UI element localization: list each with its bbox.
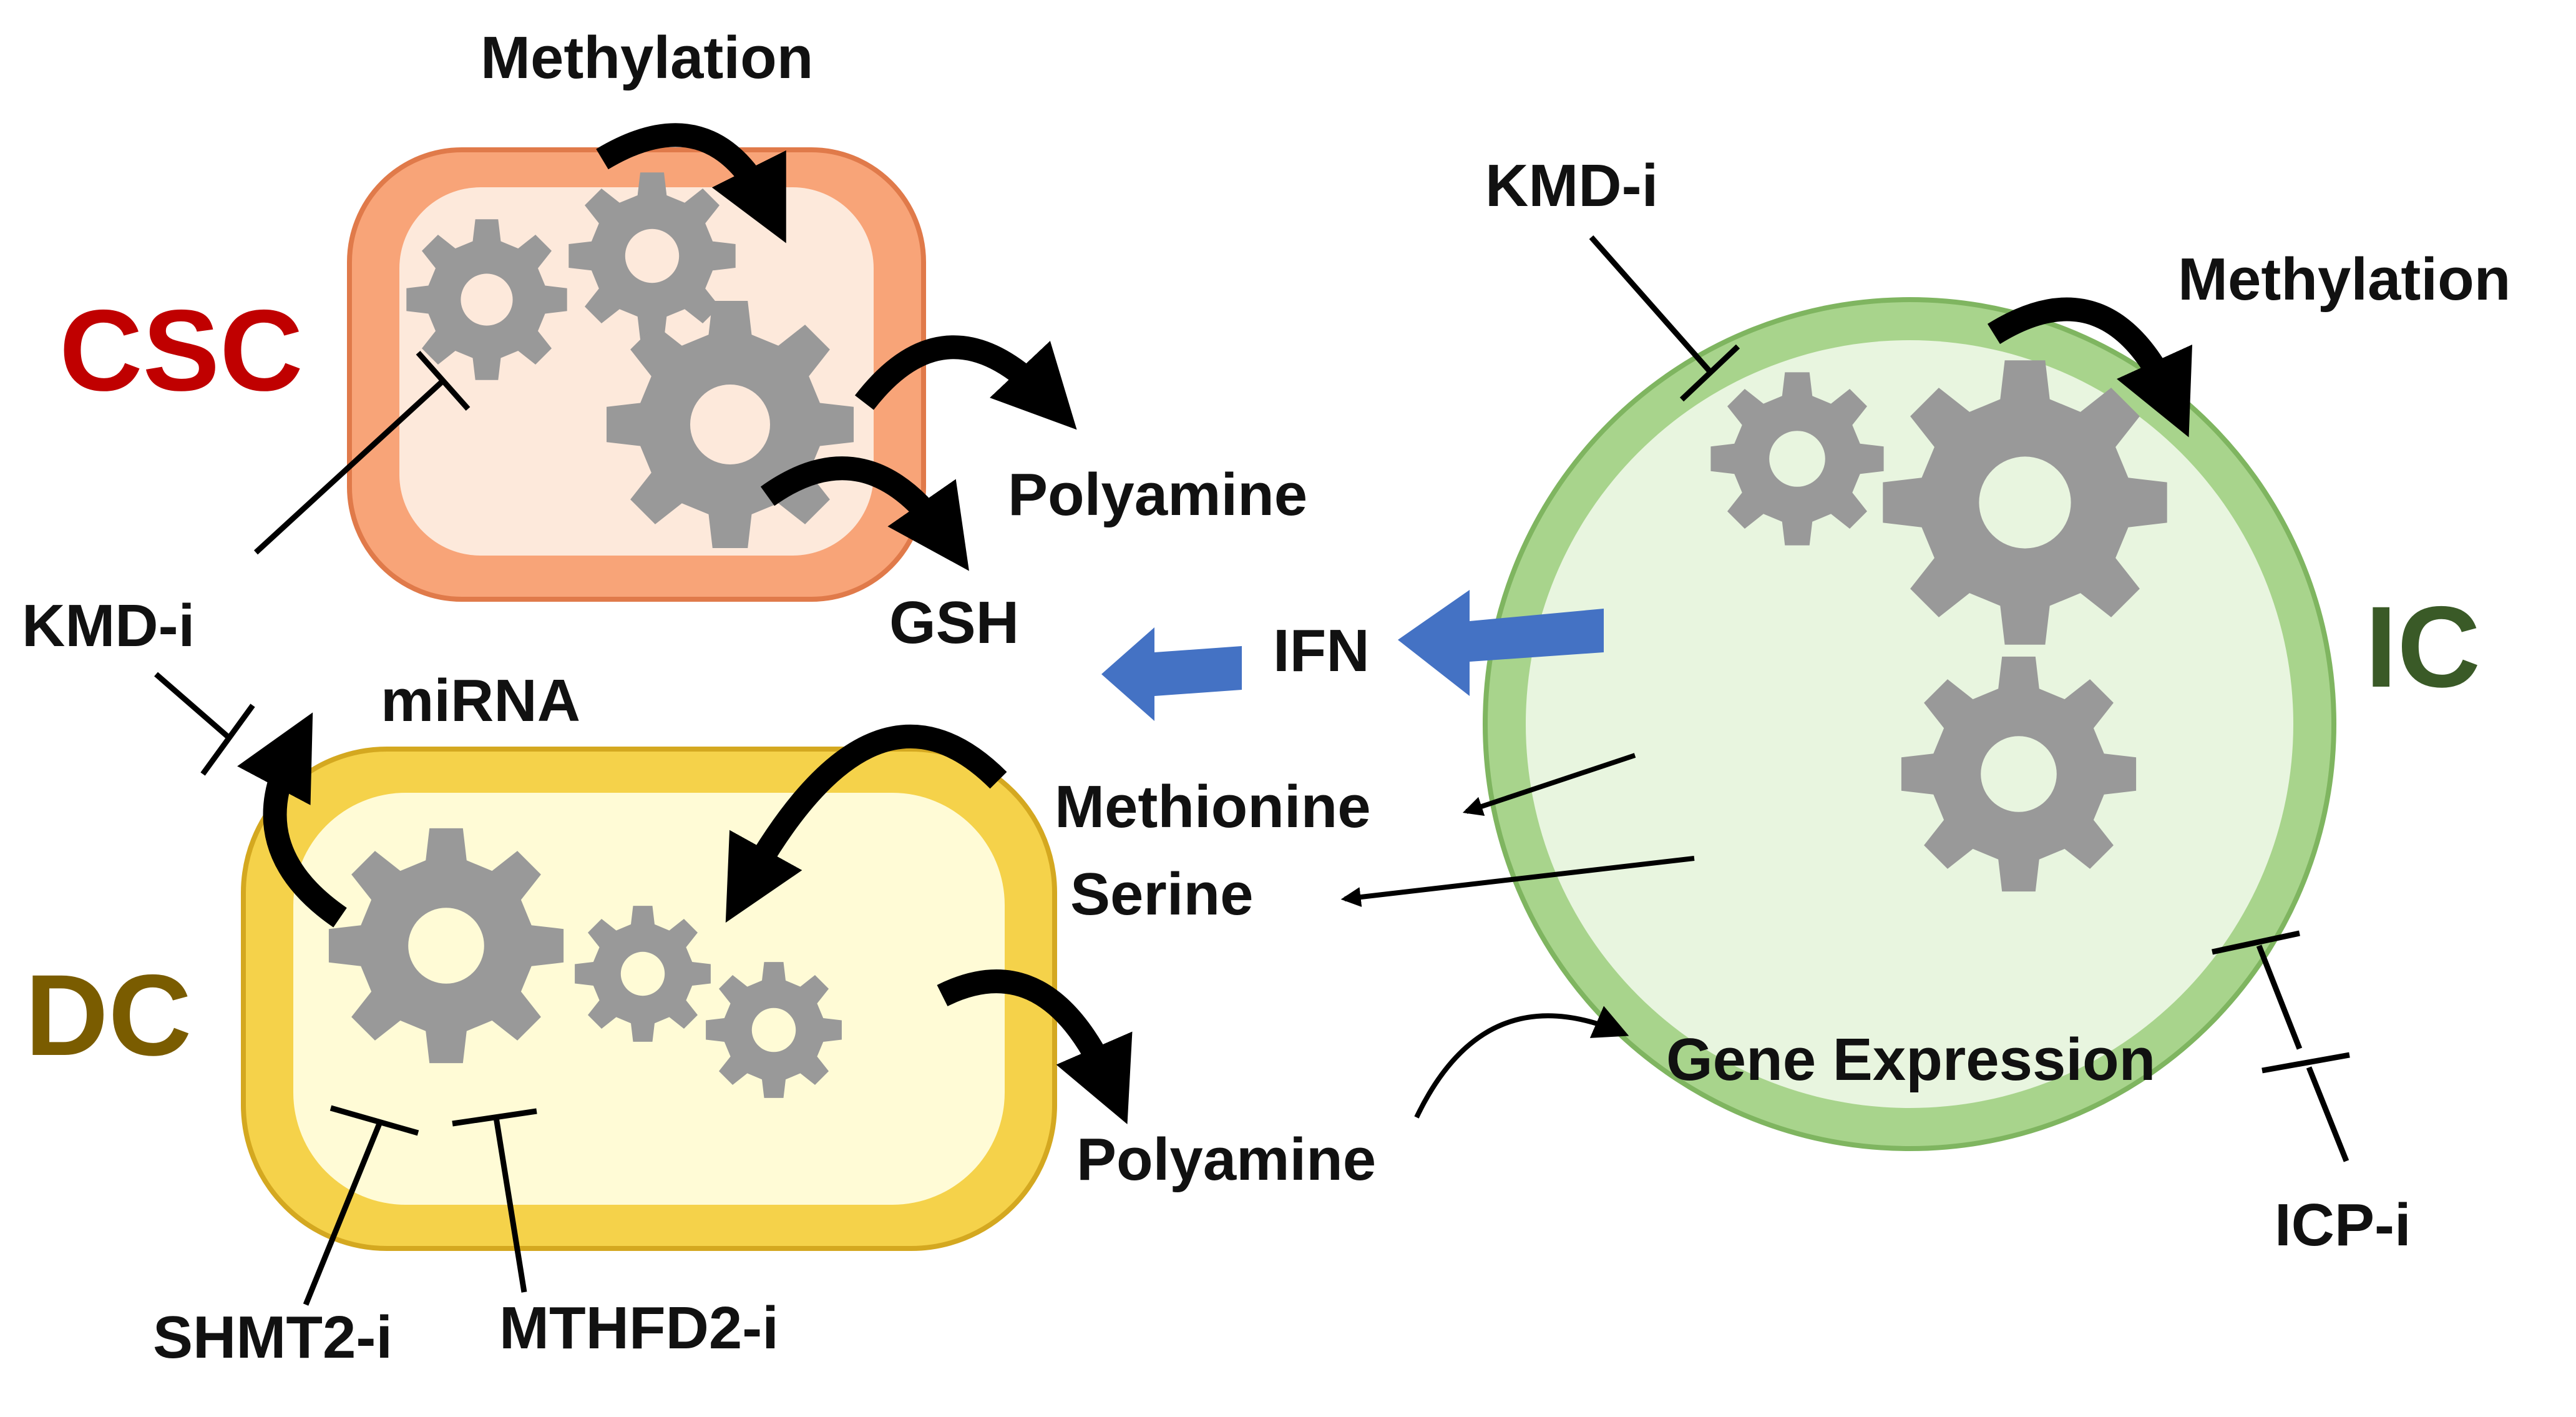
kmd-i-csc-inhibition: [253, 351, 471, 555]
mthfd2-i-label: MTHFD2-i: [499, 1295, 779, 1361]
gear-icon: [328, 828, 564, 1064]
ifn-label: IFN: [1273, 617, 1370, 684]
kmd-i-label-csc: KMD-i: [22, 592, 195, 659]
gear-shape: [706, 962, 842, 1098]
gear-icon: [706, 962, 842, 1098]
ic-cytoplasm: [1526, 340, 2293, 1108]
polyamine-label-dc: Polyamine: [1076, 1126, 1376, 1193]
gear-icon: [406, 219, 567, 380]
polyamine-curve-arrow-csc: [854, 335, 1077, 430]
kmd-i-ic-inhibition: [1589, 235, 1740, 402]
gear-icon: [575, 906, 711, 1042]
gsh-label: GSH: [889, 589, 1019, 656]
methionine-label: Methionine: [1055, 773, 1371, 840]
thin-arrows: [1340, 753, 1695, 1119]
gear-shape: [575, 906, 711, 1042]
mthfd2-i-inhibition: [452, 1108, 537, 1293]
ifn-arrow-to-dc: [1101, 627, 1242, 721]
ifn-arrow-from-ic: [1398, 590, 1604, 696]
gsh-curve-arrow: [760, 456, 969, 571]
serine-label: Serine: [1070, 861, 1253, 928]
polyamine-to-gene-expression-arrow: [1414, 1006, 1629, 1119]
gear-icon: [1710, 372, 1884, 546]
dc-efflux-curve-arrow: [725, 724, 1007, 923]
shmt2-i-inhibition: [303, 1105, 419, 1306]
methylation-label-ic: Methylation: [2178, 246, 2510, 313]
methionine-arrow: [1462, 753, 1636, 816]
methylation-label-csc: Methylation: [481, 24, 813, 91]
gear-shape: [1883, 360, 2167, 645]
mirna-curve-arrow: [237, 712, 347, 928]
gear-shape: [406, 219, 567, 380]
gene-expression-label: Gene Expression: [1666, 1026, 2155, 1093]
ic-cell: [1483, 297, 2336, 1151]
methylation-curve-arrow-csc: [596, 123, 786, 243]
ifn-arrows: [1101, 590, 1604, 721]
kmd-i-dc-inhibition: [154, 672, 255, 776]
shmt2-i-label: SHMT2-i: [153, 1304, 393, 1371]
labels: CSC DC IC Methylation Polyamine GSH KMD-…: [22, 24, 2510, 1371]
mirna-label: miRNA: [381, 667, 580, 734]
ic-label: IC: [2365, 583, 2481, 712]
process-arrows: [237, 123, 2192, 1124]
gear-shape: [1710, 372, 1884, 546]
icp-i-label: ICP-i: [2275, 1192, 2411, 1258]
gears: [328, 172, 2167, 1098]
gear-icon: [1883, 360, 2167, 645]
gear-icon: [568, 172, 736, 340]
gear-shape: [1901, 656, 2137, 892]
polyamine-curve-arrow-dc: [937, 969, 1133, 1124]
polyamine-label-csc: Polyamine: [1008, 461, 1307, 528]
gear-shape: [568, 172, 736, 340]
icp-i-inhibition: [2212, 930, 2350, 1162]
dc-label: DC: [25, 951, 192, 1080]
methylation-curve-arrow-ic: [1987, 297, 2192, 438]
gear-shape: [328, 828, 564, 1064]
csc-label: CSC: [59, 287, 303, 415]
gear-icon: [1901, 656, 2137, 892]
kmd-i-label-ic: KMD-i: [1485, 152, 1658, 219]
serine-arrow: [1340, 856, 1695, 907]
inhibitors: [154, 235, 2350, 1306]
